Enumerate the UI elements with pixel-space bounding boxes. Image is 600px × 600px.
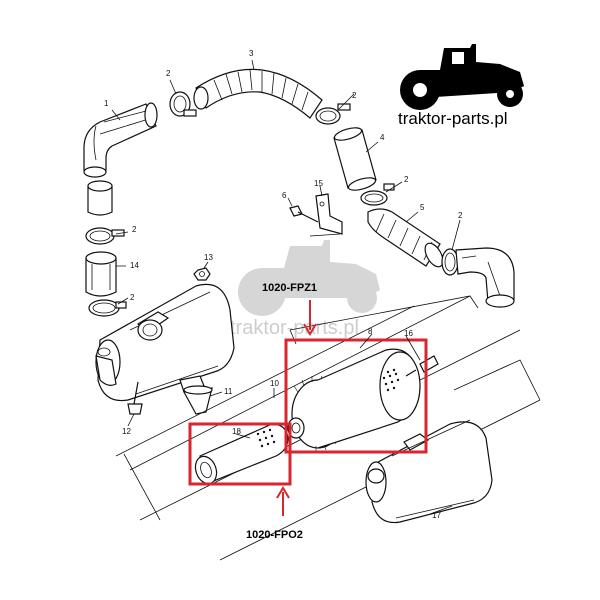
watermark-tractor-icon [238,240,380,316]
callout-18: 18 [232,427,241,436]
callout-2-mid-right: 2 [404,175,409,184]
callout-3: 3 [249,49,254,58]
callout-11: 11 [224,387,233,396]
callout-1: 1 [104,99,109,108]
callout-12: 12 [122,427,131,436]
leader-lines [111,59,461,515]
callout-6: 6 [282,191,287,200]
intake-manifold-part [455,247,515,308]
callout-16: 16 [404,329,413,338]
safety-filter-part-18 [194,423,289,485]
arrow-up-icon [276,486,290,516]
hose-clamp-part [88,299,127,317]
filter-perforation [256,428,276,448]
primary-filter-part-8 [287,348,421,452]
callout-4: 4 [380,133,385,142]
hose-elbow-part-1 [83,102,158,178]
hose-clamp-part [169,91,197,117]
air-cleaner-housing [95,283,235,402]
hose-part-14 [85,251,117,297]
part-code-safety-filter[interactable]: 1020-FPO2 [246,529,303,541]
callout-15: 15 [314,179,323,188]
callout-2-right: 2 [458,211,463,220]
hose-clamp-part [315,103,351,125]
restriction-sensor-part-12 [127,381,143,415]
callout-17: 17 [432,511,441,520]
highlight-box-safety-filter[interactable] [188,422,292,486]
callout-14: 14 [130,261,139,270]
tractor-logo-icon [400,44,524,110]
pipe-part-4 [333,127,377,191]
brand-text: traktor-parts.pl [398,109,508,128]
bracket-part-15 [309,193,343,237]
callout-13: 13 [204,253,213,262]
hose-clamp-part [85,227,125,245]
hose-part-3 [193,68,323,119]
filter-perforation [382,368,400,392]
callout-8: 8 [368,327,373,336]
arrow-down-icon [303,300,317,336]
callout-2-upper-right: 2 [352,91,357,100]
part-code-primary-filter[interactable]: 1020-FPZ1 [262,282,317,294]
air-cleaner-housing-part-17 [365,419,493,524]
callout-10: 10 [270,379,279,388]
nut-part-13 [193,267,211,281]
highlight-box-primary-filter[interactable] [284,338,428,454]
bolt-part-6 [289,205,319,223]
callout-2-top: 2 [166,69,171,78]
callout-2-lower-left: 2 [130,293,135,302]
watermark-text: traktor-parts.pl [230,317,359,339]
callout-2-left: 2 [132,225,137,234]
callout-5: 5 [420,203,425,212]
brand-logo: traktor-parts.pl [398,44,524,128]
hose-clamp-part [441,248,459,276]
watermark: traktor-parts.pl [230,240,380,339]
dust-valve-part-11 [183,385,213,415]
hose-elbow-part-5 [367,208,444,268]
sleeve-part [87,180,113,216]
